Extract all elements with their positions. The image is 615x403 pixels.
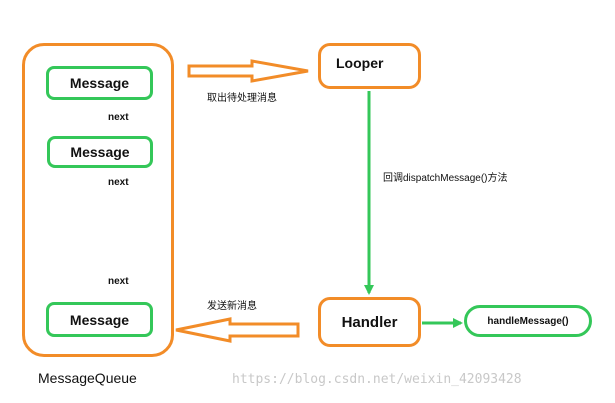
message-node-2-label: Message	[70, 144, 130, 160]
send-edge-label: 发送新消息	[207, 301, 257, 312]
handle-message-node: handleMessage()	[464, 305, 592, 337]
watermark: https://blog.csdn.net/weixin_42093428	[232, 372, 522, 387]
callback-edge-label: 回调dispatchMessage()方法	[383, 173, 508, 184]
message-node-3: Message	[46, 302, 153, 337]
handle-message-label: handleMessage()	[487, 315, 569, 327]
looper-node: Looper	[318, 43, 421, 89]
next-label-1: next	[108, 112, 129, 123]
next-label-2: next	[108, 177, 129, 188]
looper-label: Looper	[336, 55, 384, 71]
message-node-1: Message	[46, 66, 153, 100]
message-node-1-label: Message	[69, 75, 130, 91]
fetch-arrow	[187, 59, 309, 83]
fetch-edge-label: 取出待处理消息	[207, 93, 277, 104]
message-queue-label: MessageQueue	[38, 370, 137, 386]
handler-node: Handler	[318, 297, 421, 347]
send-arrow	[175, 317, 300, 343]
next-label-3: next	[108, 276, 129, 287]
message-node-2: Message	[47, 136, 153, 168]
handler-label: Handler	[341, 313, 398, 331]
message-node-3-label: Message	[69, 311, 130, 328]
